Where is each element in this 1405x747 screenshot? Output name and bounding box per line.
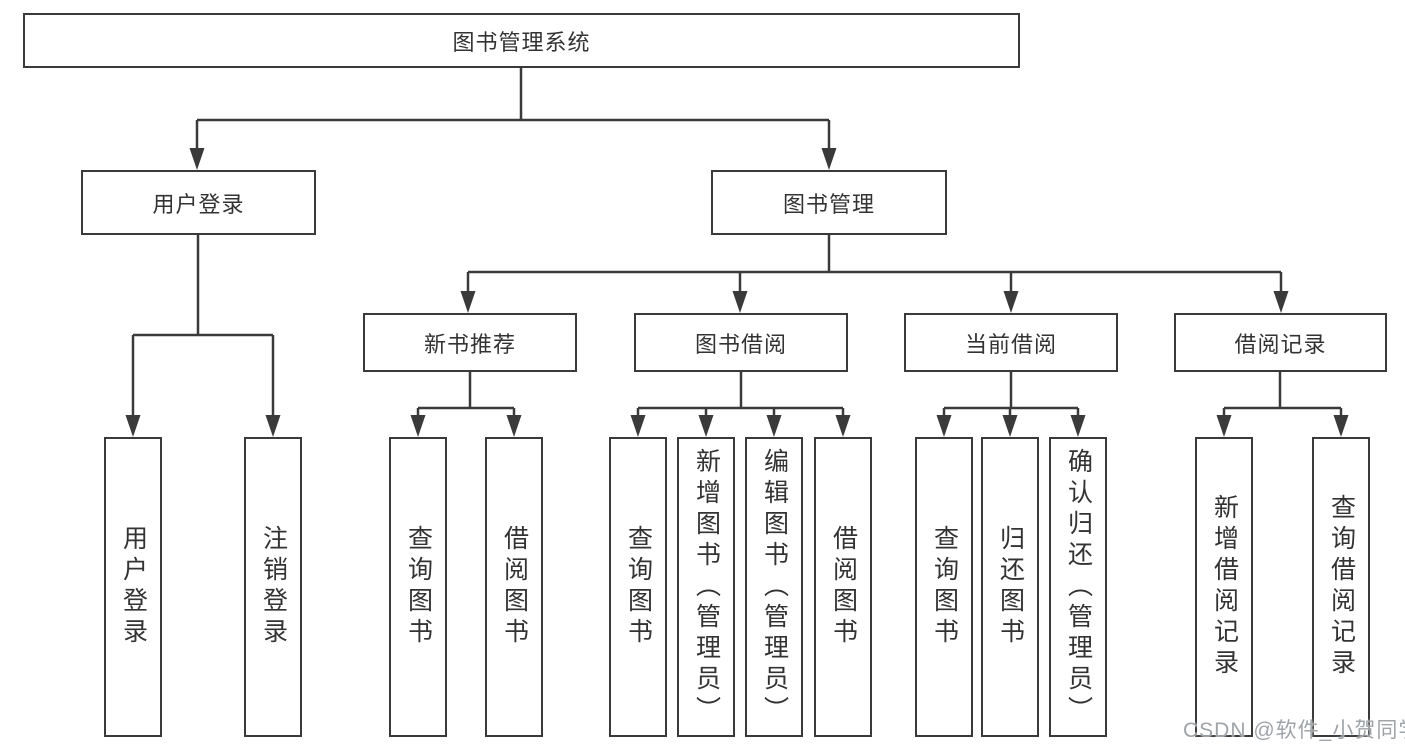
leaf-record-query-borrow-record: 查询借阅记录 — [1312, 437, 1370, 737]
leaf-newbook-query-book: 查询图书 — [389, 437, 447, 737]
node-current-borrow: 当前借阅 — [904, 313, 1118, 372]
leaf-user-login: 用户登录 — [104, 437, 162, 737]
leaf-logout-login: 注销登录 — [244, 437, 302, 737]
node-book-management: 图书管理 — [711, 170, 947, 235]
node-user-login: 用户登录 — [81, 170, 316, 235]
leaf-borrow-add-book-admin: 新增图书（管理员） — [677, 437, 735, 737]
node-new-book-recommend: 新书推荐 — [363, 313, 577, 372]
leaf-borrow-edit-book-admin: 编辑图书（管理员） — [745, 437, 803, 737]
csdn-watermark: CSDN @软件_小贺同学 — [1183, 719, 1405, 742]
node-book-borrow: 图书借阅 — [634, 313, 848, 372]
leaf-current-query-book: 查询图书 — [915, 437, 973, 737]
leaf-borrow-query-book: 查询图书 — [609, 437, 667, 737]
arrowheads — [125, 148, 1349, 437]
node-root: 图书管理系统 — [23, 13, 1020, 68]
leaf-newbook-borrow-book: 借阅图书 — [485, 437, 543, 737]
node-borrow-record: 借阅记录 — [1174, 313, 1387, 372]
leaf-record-add-borrow-record: 新增借阅记录 — [1195, 437, 1253, 737]
leaf-current-return-book: 归还图书 — [981, 437, 1039, 737]
leaf-current-confirm-return-admin: 确认归还（管理员） — [1049, 437, 1107, 737]
leaf-borrow-borrow-book: 借阅图书 — [814, 437, 872, 737]
